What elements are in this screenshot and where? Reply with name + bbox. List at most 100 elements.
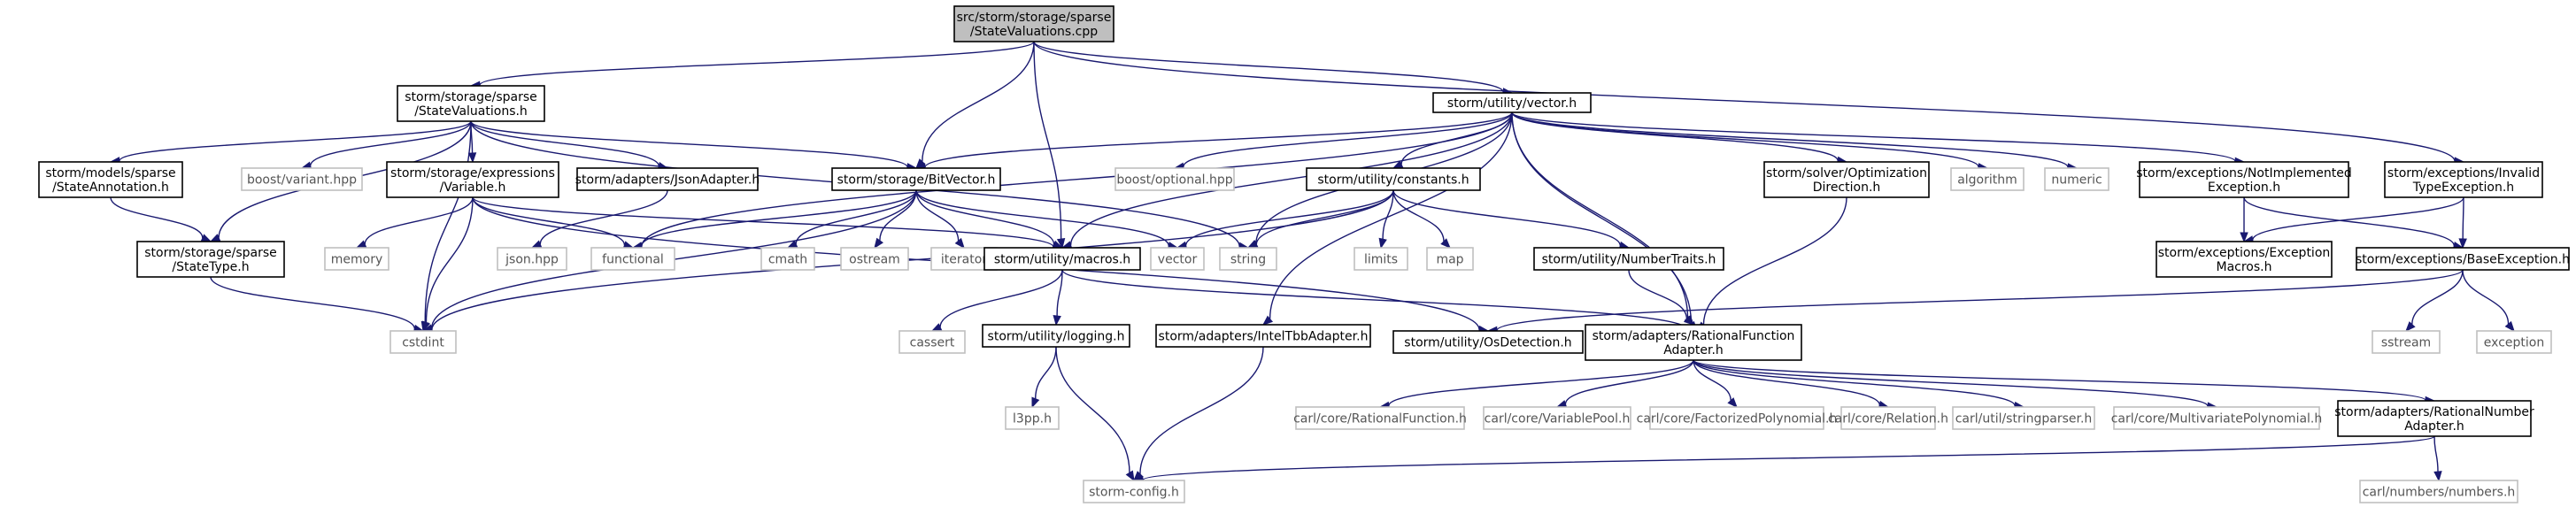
node-label: storm/adapters/RationalFunction <box>1593 329 1795 343</box>
node-statetype[interactable]: storm/storage/sparse/StateType.h <box>136 241 285 278</box>
edge-line <box>1034 346 1057 399</box>
node-label: TypeException.h <box>2412 181 2514 195</box>
node-notimpl[interactable]: storm/exceptions/NotImplementedException… <box>2136 161 2352 198</box>
node-label: storm/exceptions/Exception <box>2158 246 2331 260</box>
node-label: storm/utility/macros.h <box>994 253 1130 267</box>
node-box <box>576 167 759 191</box>
node-box <box>840 247 909 271</box>
node-cmath: cmath <box>760 247 815 271</box>
node-box <box>1952 406 2095 430</box>
node-inteltbb[interactable]: storm/adapters/IntelTbbAdapter.h <box>1155 324 1371 348</box>
include-edge-bitvector-to-functional <box>631 189 917 250</box>
include-edge-ratfunc_adapter-to-carl_ratfunc <box>1378 359 1694 411</box>
node-carl_factpoly: carl/core/FactorizedPolynomial.h <box>1637 406 1838 430</box>
edge-line <box>470 120 659 166</box>
node-carl_ratfunc: carl/core/RationalFunction.h <box>1293 406 1467 430</box>
include-edge-logging-to-stormconfig <box>1055 346 1135 482</box>
node-label: storm/utility/logging.h <box>988 330 1125 344</box>
node-box <box>2384 161 2543 198</box>
edge-line <box>1702 196 1847 326</box>
node-box <box>2356 247 2570 271</box>
edge-line <box>1388 359 1694 406</box>
edge-arrowhead <box>1683 315 1695 326</box>
node-label: numeric <box>2051 173 2102 188</box>
edge-line <box>915 189 1055 245</box>
node-json_adapter[interactable]: storm/adapters/JsonAdapter.h <box>575 167 760 191</box>
include-edge-ratnum_adapter-to-carl_numbers <box>2433 435 2442 482</box>
edge-line <box>2462 269 2510 325</box>
include-edge-root-to-invalidtype <box>1033 41 2465 165</box>
node-label: src/storm/storage/sparse <box>957 11 1112 25</box>
node-label: storm/adapters/IntelTbbAdapter.h <box>1159 330 1369 344</box>
edge-arrowhead <box>1440 238 1451 249</box>
node-box <box>1005 406 1060 430</box>
include-edge-vector_h-to-optdir <box>1511 111 1848 165</box>
edge-line <box>1400 111 1513 165</box>
include-edge-vector_h-to-bitvector <box>914 111 1513 172</box>
node-constants[interactable]: storm/utility/constants.h <box>1306 167 1481 191</box>
node-label: map <box>1436 253 1463 267</box>
include-edge-ratfunc_adapter-to-carl_varpool <box>1555 359 1694 409</box>
node-label: string <box>1230 253 1266 267</box>
node-label: exception <box>2484 336 2544 350</box>
node-box <box>1354 247 1408 271</box>
edge-arrowhead <box>2405 321 2416 332</box>
include-edge-root-to-bitvector <box>915 41 1035 169</box>
node-label: carl/core/FactorizedPolynomial.h <box>1637 412 1838 426</box>
edge-line <box>1511 111 2236 162</box>
include-edge-ratnum_adapter-to-stormconfig <box>1132 435 2435 485</box>
edge-line <box>1382 189 1394 240</box>
edge-line <box>119 120 472 162</box>
include-edge-bitvector-to-ostream <box>874 189 917 250</box>
node-variable_h[interactable]: storm/storage/expressions/Variable.h <box>386 161 559 198</box>
node-box <box>1392 330 1584 354</box>
include-edge-statetype-to-cstdint <box>210 276 425 334</box>
edge-line <box>879 189 917 241</box>
edge-line <box>1055 346 1130 473</box>
node-label: boost/optional.hpp <box>1116 173 1232 188</box>
edge-arrowhead <box>954 237 965 250</box>
edge-line <box>1511 111 1979 168</box>
node-baseexc[interactable]: storm/exceptions/BaseException.h <box>2356 247 2570 271</box>
node-state_annotation[interactable]: storm/models/sparse/StateAnnotation.h <box>38 161 183 198</box>
edge-line <box>939 269 1063 327</box>
node-label: /Variable.h <box>440 181 506 195</box>
edge-line <box>795 189 917 245</box>
node-numbertraits[interactable]: storm/utility/NumberTraits.h <box>1533 247 1724 271</box>
edge-line <box>1269 111 1513 319</box>
node-osdetect[interactable]: storm/utility/OsDetection.h <box>1392 330 1584 354</box>
include-edge-constants-to-limits <box>1378 189 1394 250</box>
include-edge-vector_h-to-boost_optional <box>1173 111 1513 171</box>
edge-line <box>364 196 474 245</box>
node-macros[interactable]: storm/utility/macros.h <box>983 247 1141 271</box>
node-box <box>1426 247 1474 271</box>
node-box <box>397 85 545 122</box>
node-box <box>2372 330 2441 354</box>
include-edge-ratfunc_adapter-to-carl_multipoly <box>1693 359 2218 411</box>
node-vector_h[interactable]: storm/utility/vector.h <box>1432 92 1592 113</box>
node-logging[interactable]: storm/utility/logging.h <box>982 324 1130 348</box>
node-functional: functional <box>590 247 675 271</box>
node-label: cmath <box>768 253 807 267</box>
edge-arrowhead <box>1261 315 1274 326</box>
edge-arrowhead <box>422 320 431 333</box>
node-vector: vector <box>1150 247 1205 271</box>
edge-line <box>110 196 204 239</box>
node-box <box>38 161 183 198</box>
node-bitvector[interactable]: storm/storage/BitVector.h <box>831 167 1001 191</box>
node-box <box>136 241 285 278</box>
node-box <box>1840 406 1936 430</box>
edge-line <box>1056 269 1063 317</box>
node-sv_h[interactable]: storm/storage/sparse/StateValuations.h <box>397 85 545 122</box>
edge-line <box>2433 435 2439 472</box>
node-label: limits <box>1364 253 1398 267</box>
include-edge-numbertraits-to-ratfunc_adapter <box>1628 269 1695 326</box>
node-label: carl/numbers/numbers.h <box>2363 486 2516 500</box>
include-edge-vector_h-to-notimpl <box>1511 111 2246 166</box>
node-box <box>389 330 457 354</box>
